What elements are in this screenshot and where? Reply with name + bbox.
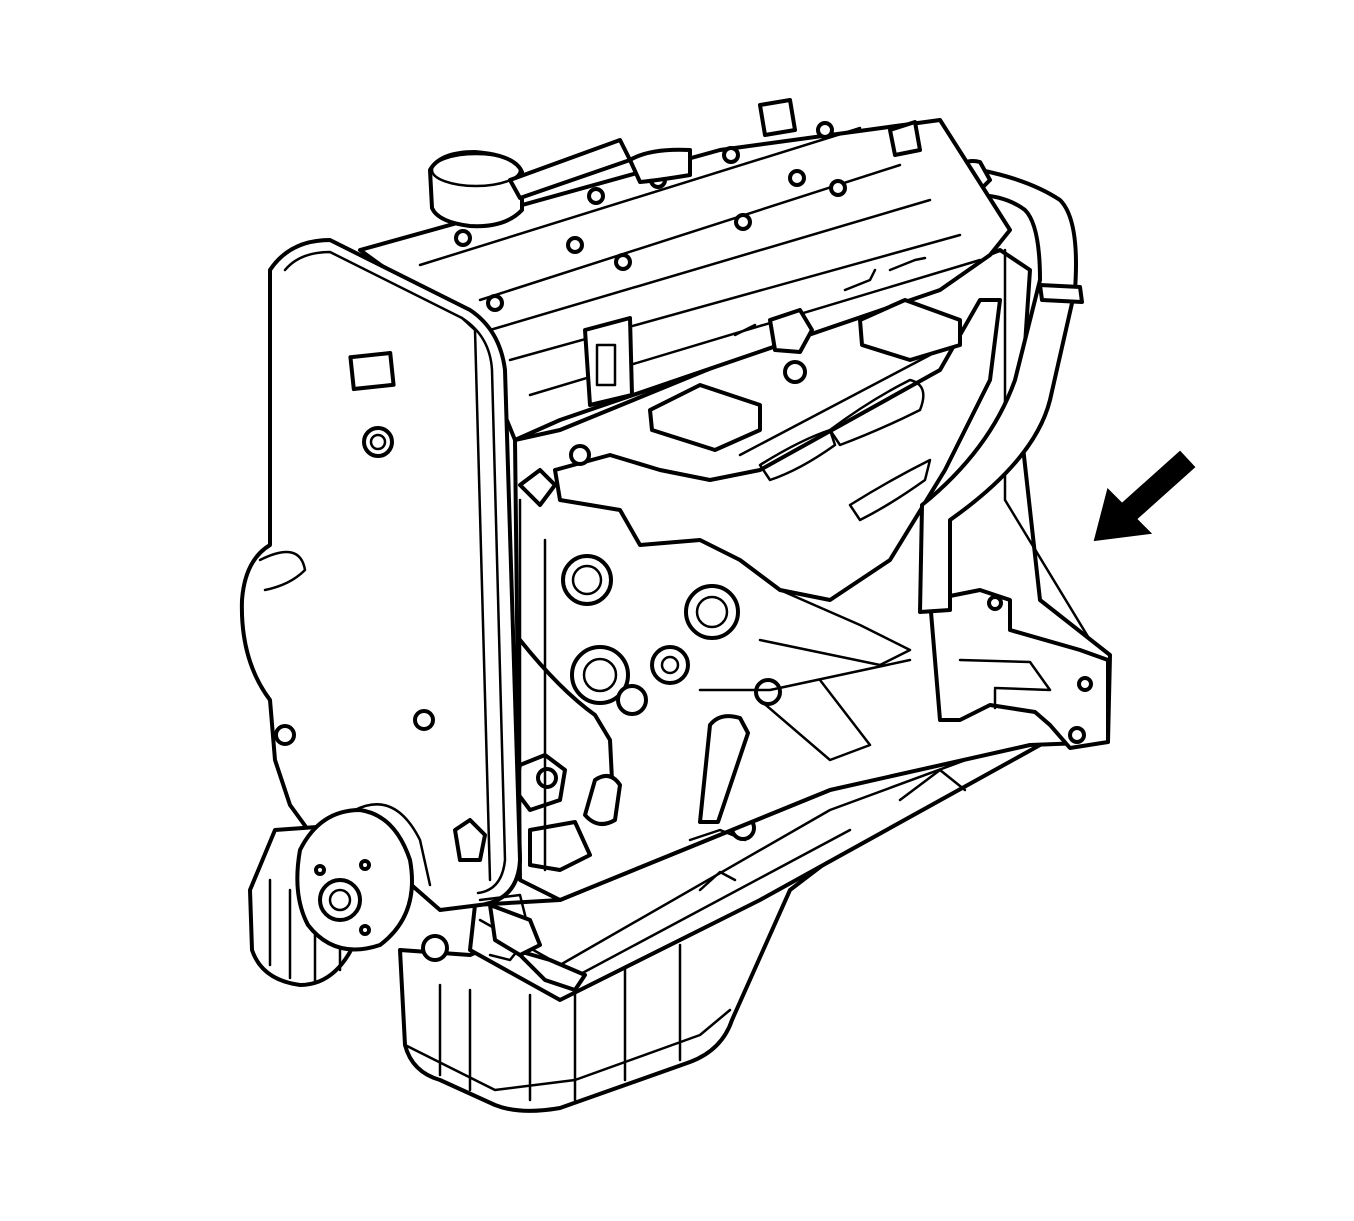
crankshaft-pulley (248, 803, 587, 992)
cylinder-head (358, 98, 1012, 507)
engine-mount-bracket (928, 248, 1110, 750)
callout-arrow-icon (1093, 450, 1196, 542)
cam-cover-bolts (454, 121, 847, 312)
timing-belt-cover (239, 238, 522, 912)
